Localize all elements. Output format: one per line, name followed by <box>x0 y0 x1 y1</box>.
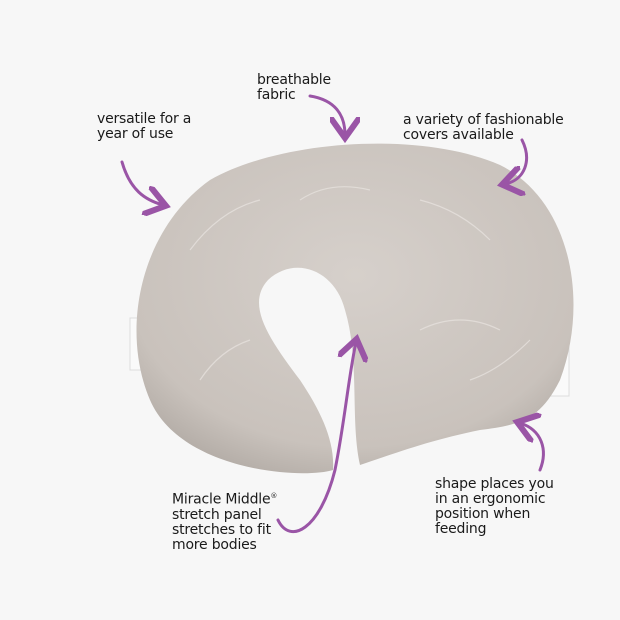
registered-mark: ® <box>270 492 278 500</box>
callout-line: a variety of fashionable <box>403 112 564 128</box>
callout-miracle-middle: Miracle Middle® stretch panel stretches … <box>172 489 277 553</box>
arrow-covers <box>505 138 528 184</box>
callout-line: covers available <box>403 127 514 143</box>
callout-line: position when <box>435 506 531 522</box>
arrow-breathable <box>308 94 345 135</box>
callout-line: stretch panel <box>172 506 262 523</box>
callout-text: Miracle Middle <box>172 491 271 508</box>
callout-line: more bodies <box>172 536 257 553</box>
arrow-shape <box>520 423 545 472</box>
callout-line: breathable <box>257 72 331 88</box>
callout-line: in an ergonomic <box>435 491 546 507</box>
nursing-pillow <box>136 143 574 474</box>
callout-shape: shape places you in an ergonomic positio… <box>435 477 554 537</box>
arrow-miracle <box>276 342 356 533</box>
callout-versatile: versatile for a year of use <box>97 112 191 142</box>
callout-line: feeding <box>435 521 487 537</box>
callout-line: stretches to fit <box>172 521 271 538</box>
callout-line: versatile for a <box>97 111 192 127</box>
callout-covers: a variety of fashionable covers availabl… <box>403 113 564 143</box>
callout-line: Miracle Middle® <box>172 489 277 508</box>
leaf-pattern <box>189 186 531 381</box>
callout-line: shape places you <box>435 476 554 492</box>
callout-line: fabric <box>257 87 296 103</box>
callout-line: year of use <box>97 126 174 142</box>
arrow-versatile <box>120 160 163 205</box>
callout-breathable: breathable fabric <box>257 73 331 103</box>
